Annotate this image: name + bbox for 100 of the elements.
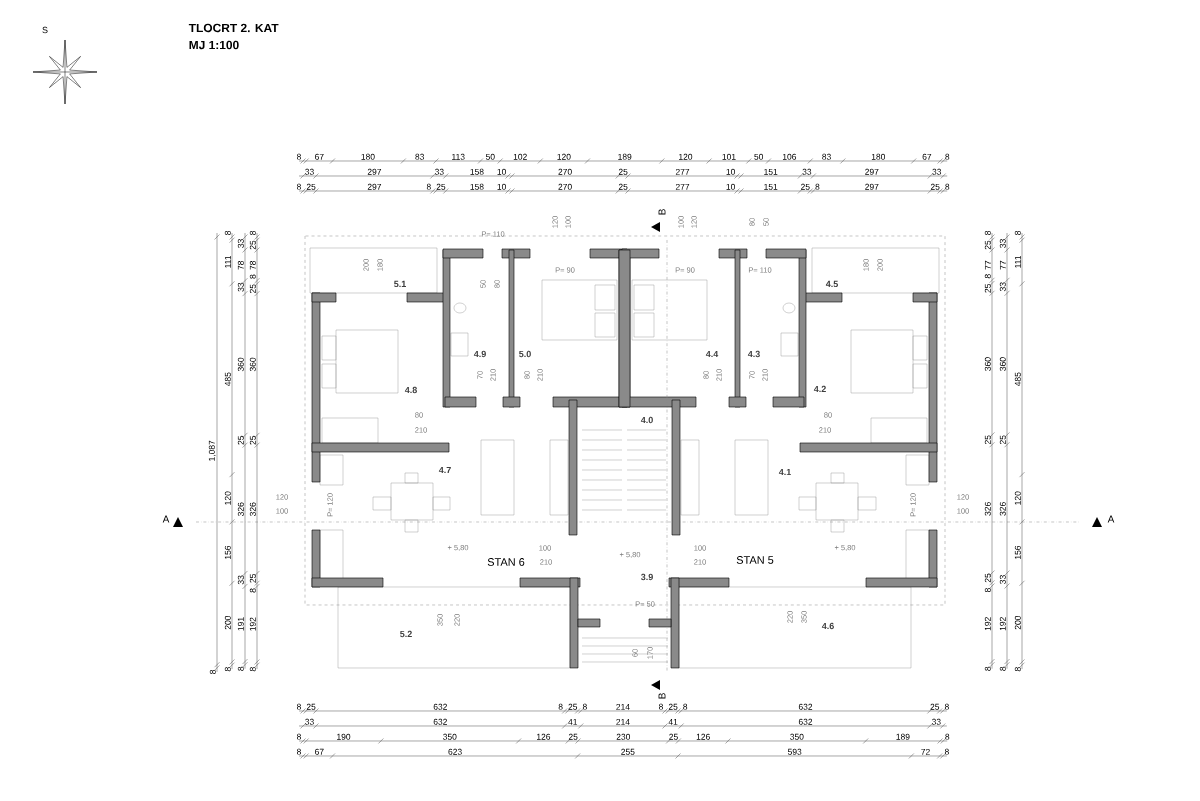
- dimension-text: 33: [999, 575, 1006, 584]
- dimension-text: 25: [249, 574, 256, 583]
- dimension-text: 25: [237, 435, 244, 445]
- dimension-text: 623: [448, 748, 462, 755]
- section-letter: A: [162, 515, 170, 523]
- room-number: 4.3: [747, 350, 760, 358]
- dimension-text: 632: [798, 703, 813, 710]
- room-number: 4.5: [825, 280, 838, 288]
- dimension-text: 50: [754, 153, 764, 160]
- dimension-text: 214: [616, 703, 630, 710]
- dimension-text: 8: [1014, 230, 1021, 235]
- dimension-text: 156: [224, 545, 231, 559]
- dimension-text: 25: [669, 733, 678, 740]
- dimension-text: 8: [984, 230, 991, 235]
- dimension-text: 297: [367, 183, 382, 190]
- dimension-text: 8: [224, 667, 231, 672]
- dimension-text: 8: [296, 703, 301, 710]
- dimension-text: 326: [249, 502, 256, 516]
- dimension-text: 8: [249, 667, 256, 672]
- dimension-text: 485: [224, 372, 231, 387]
- room-number: 4.0: [640, 416, 653, 424]
- dimension-text: 25: [984, 435, 991, 445]
- dimension-text: 360: [249, 357, 256, 372]
- dimension-text: 214: [616, 718, 630, 725]
- room-number: 5.0: [519, 350, 531, 358]
- dimension-text: 25: [249, 435, 256, 445]
- dimension-text: 67: [315, 153, 324, 160]
- dimension-text: 192: [984, 617, 991, 631]
- dimension-text: 10: [497, 168, 506, 175]
- dimension-text: 8: [815, 183, 820, 190]
- dimension-text: 25: [618, 183, 628, 190]
- dimension-text: 8: [237, 666, 244, 671]
- dimension-text: 151: [764, 183, 778, 190]
- dimension-text: 41: [568, 718, 578, 725]
- dimension-text: 360: [984, 357, 991, 371]
- room-number: 4.2: [813, 385, 826, 393]
- dimension-text: 8: [249, 274, 256, 279]
- dimension-text: 25: [618, 168, 628, 175]
- dimension-text: 77: [985, 260, 991, 270]
- dimension-text: 158: [470, 168, 484, 175]
- dimension-text: 10: [726, 168, 735, 175]
- section-letter: B: [658, 209, 666, 215]
- dimension-text: 8: [1014, 667, 1021, 672]
- dimension-text: 297: [865, 168, 879, 175]
- dimension-text: 72: [921, 748, 930, 755]
- dimension-text: 190: [337, 733, 351, 740]
- dimension-text: 8: [984, 666, 991, 671]
- dimension-text: 120: [679, 153, 693, 160]
- dimension-text: 297: [367, 168, 382, 175]
- dimension-text: 25: [984, 240, 991, 250]
- apartment-label: STAN 5: [736, 556, 774, 564]
- dimension-text: 8: [582, 703, 587, 710]
- dimension-text: 277: [675, 183, 690, 190]
- dimension-text: 593: [787, 748, 802, 755]
- dimension-text: 78: [237, 261, 244, 270]
- dimension-text: 8: [945, 153, 950, 160]
- scale-label: MJ 1:100: [189, 40, 239, 50]
- room-number: 4.1: [778, 468, 791, 476]
- dimension-text: 33: [435, 168, 444, 175]
- dimension-text: 25: [568, 733, 578, 740]
- dimension-text: 25: [249, 284, 256, 294]
- dimension-text: 8: [944, 748, 949, 755]
- dimension-text: 113: [452, 153, 465, 160]
- dimension-text: 189: [618, 153, 632, 160]
- dimension-text: 192: [249, 617, 256, 631]
- dimension-text: 10: [497, 183, 506, 190]
- dimension-text: 270: [558, 168, 572, 175]
- dimension-text: 25: [999, 435, 1006, 445]
- dimension-text: 350: [790, 733, 804, 740]
- dimension-text: 102: [513, 153, 527, 160]
- dimension-text: 33: [237, 575, 244, 585]
- dimension-text: 25: [984, 573, 991, 583]
- dimension-text: 8: [984, 588, 991, 593]
- dimension-text: 33: [802, 168, 812, 175]
- dimension-text: 33: [237, 239, 244, 248]
- dimension-text: 632: [798, 718, 813, 725]
- dimension-text: 33: [305, 718, 314, 725]
- dimension-text: 8: [249, 588, 256, 593]
- dimension-text: 78: [249, 261, 256, 270]
- dimension-text: 297: [865, 183, 879, 190]
- dimension-text: 25: [306, 183, 316, 190]
- room-number: 5.1: [394, 280, 406, 288]
- dimension-text: 191: [237, 617, 244, 631]
- dimension-text: 230: [616, 733, 631, 740]
- dimension-text: 77: [1000, 260, 1006, 270]
- dimension-text: 25: [801, 183, 810, 190]
- compass-letter: S: [42, 26, 48, 34]
- room-number: 4.9: [473, 350, 486, 358]
- room-number: 4.4: [705, 350, 719, 358]
- dimension-text: 33: [999, 282, 1006, 292]
- dimension-text: 126: [537, 733, 551, 740]
- dimension-text: 8: [945, 733, 950, 740]
- dimension-text: 1,087: [208, 440, 216, 461]
- section-letter: A: [1107, 515, 1115, 523]
- dimension-text: 106: [782, 153, 797, 160]
- dimension-text: 360: [999, 357, 1006, 371]
- dimension-text: 192: [999, 617, 1006, 631]
- dimension-text: 8: [558, 703, 563, 710]
- dimension-text: 83: [822, 153, 831, 160]
- dimension-text: 632: [433, 718, 447, 725]
